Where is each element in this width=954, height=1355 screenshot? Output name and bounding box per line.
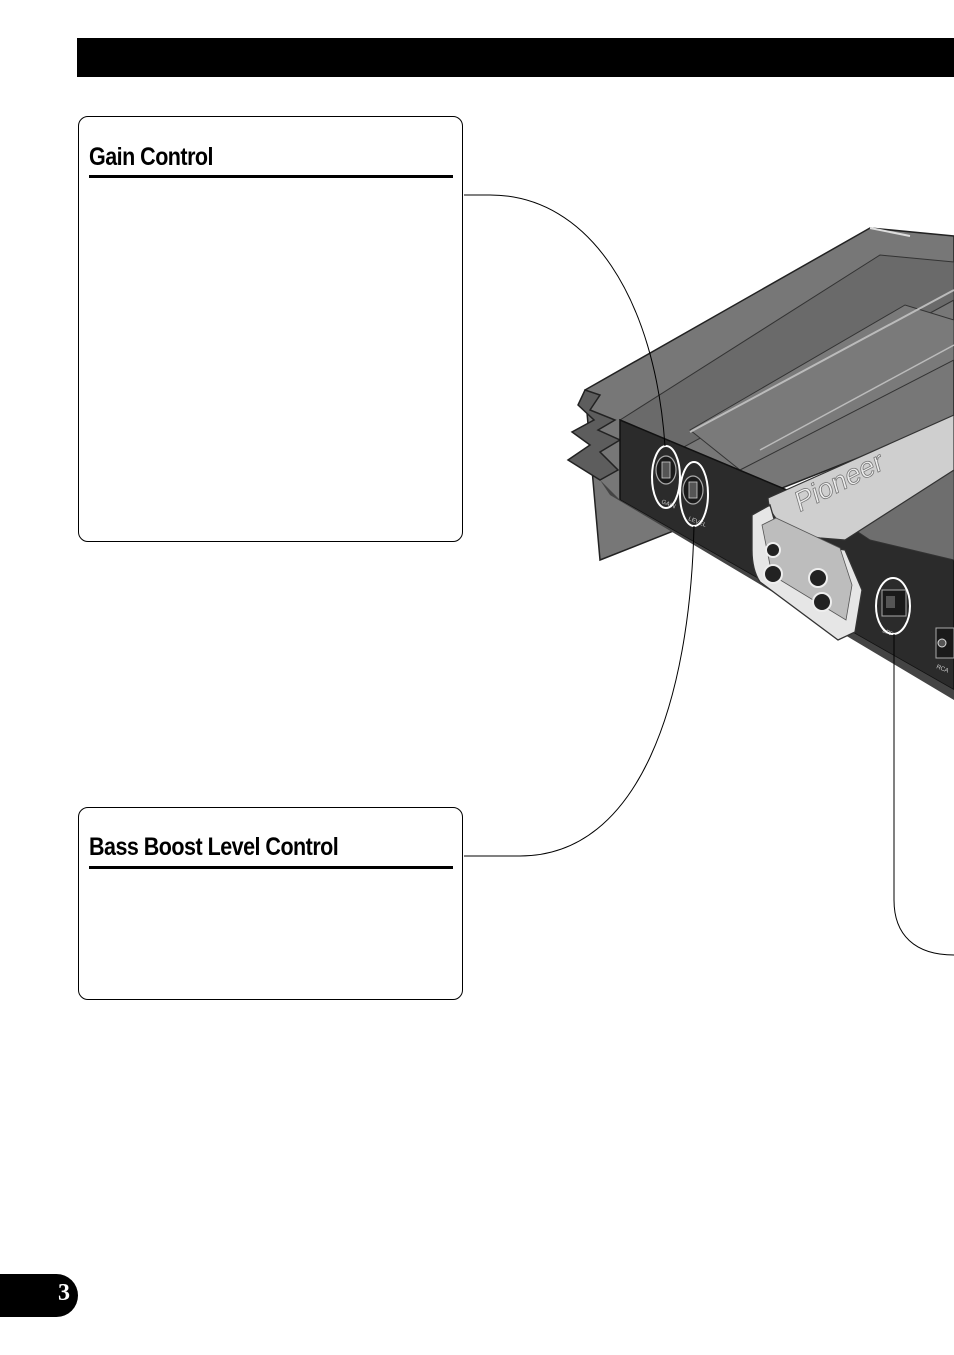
page-number-tab: 3 (0, 1274, 78, 1317)
header-bar (77, 38, 954, 77)
heading-rule (89, 866, 453, 869)
rca-panel-label: RCA (935, 664, 949, 674)
lpf-highlight-circle (875, 577, 911, 635)
gain-control-callout: Gain Control (78, 116, 463, 542)
page-number: 3 (58, 1280, 70, 1306)
bass-boost-callout: Bass Boost Level Control (78, 807, 463, 1000)
gain-control-heading: Gain Control (89, 143, 214, 171)
gain-leader-line (464, 194, 666, 447)
amplifier-ridge (689, 304, 954, 471)
lpf-leader-line (893, 634, 954, 956)
heading-rule (89, 175, 453, 178)
bass-boost-heading: Bass Boost Level Control (89, 833, 339, 861)
heatsink-fins (566, 389, 622, 481)
gain-highlight-circle (651, 445, 681, 509)
gain-panel-label: GAIN (660, 499, 676, 510)
level-leader-line (464, 525, 695, 857)
